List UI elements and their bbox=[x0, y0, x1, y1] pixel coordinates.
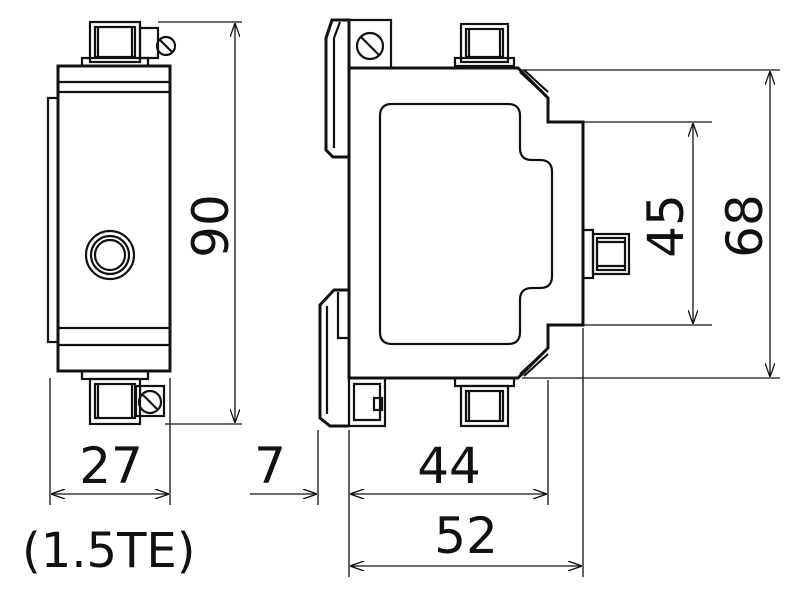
dim-side-rail: 7 bbox=[250, 437, 349, 495]
dim-label-44: 44 bbox=[417, 437, 481, 495]
side-extension-lines bbox=[317, 69, 780, 577]
side-window bbox=[378, 102, 554, 346]
dim-label-45: 45 bbox=[637, 194, 695, 258]
side-plug bbox=[581, 228, 631, 280]
dim-side-outer-height: 68 bbox=[716, 72, 774, 376]
dim-label-90: 90 bbox=[182, 194, 240, 258]
dim-front-width: 27 bbox=[52, 437, 168, 495]
side-top-terminal bbox=[453, 22, 516, 68]
front-center-knob bbox=[84, 229, 136, 281]
dim-label-68: 68 bbox=[716, 194, 774, 258]
dim-side-total-width: 52 bbox=[351, 507, 581, 566]
dim-side-body-width: 44 bbox=[351, 437, 546, 495]
dim-side-inner-height: 45 bbox=[637, 124, 695, 323]
side-body bbox=[347, 66, 585, 380]
din-clip-bottom bbox=[318, 288, 387, 428]
front-extension-lines bbox=[49, 21, 242, 505]
side-bottom-terminal bbox=[453, 376, 516, 428]
front-bottom-terminal bbox=[80, 369, 166, 426]
dim-label-1-5te: (1.5TE) bbox=[22, 523, 195, 579]
dim-label-27: 27 bbox=[79, 437, 143, 495]
front-view bbox=[46, 20, 177, 426]
dim-front-height: 90 bbox=[182, 24, 240, 422]
dim-label-52: 52 bbox=[434, 507, 498, 565]
dim-label-7: 7 bbox=[254, 437, 286, 495]
front-body bbox=[56, 64, 172, 373]
front-top-terminal bbox=[80, 20, 177, 68]
din-clip-top bbox=[324, 18, 393, 159]
side-view bbox=[318, 18, 631, 428]
